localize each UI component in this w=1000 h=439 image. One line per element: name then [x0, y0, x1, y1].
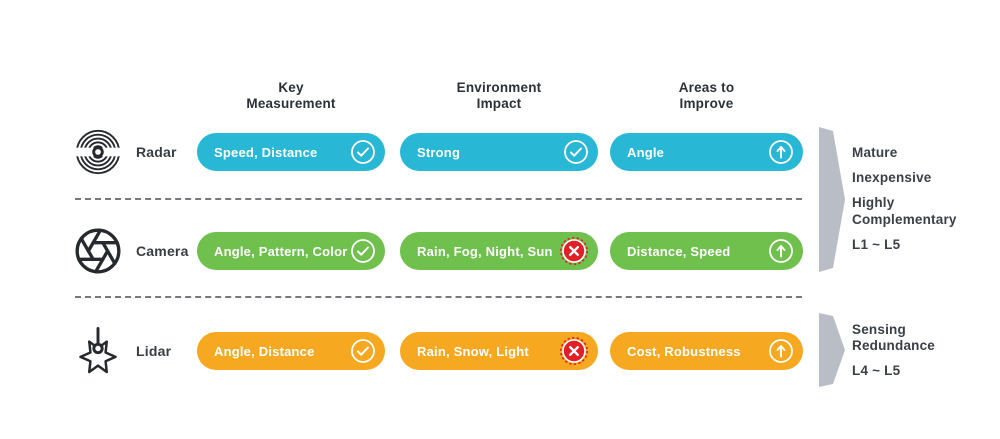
row-radar: Radar [72, 126, 177, 178]
cross-circle-icon [559, 236, 589, 266]
pill-text: Angle [627, 144, 665, 160]
pill-text: Rain, Snow, Light [417, 343, 529, 359]
annotation-line: L1 ~ L5 [852, 236, 901, 252]
check-circle-icon [350, 338, 376, 364]
camera-aperture-icon [72, 225, 124, 277]
annotation-line: Mature [852, 145, 898, 160]
column-header-environment-impact: Environment Impact [456, 80, 542, 112]
bracket-shape [819, 127, 845, 272]
pill-camera-areas-to-improve: Distance, Speed [610, 232, 803, 270]
cross-circle-icon [559, 336, 589, 366]
row-label-radar: Radar [136, 144, 177, 160]
row-lidar: Lidar [72, 325, 171, 377]
pill-radar-environment-impact: Strong [400, 133, 598, 171]
arrow-up-circle-icon [768, 238, 794, 264]
pill-text: Cost, Robustness [627, 343, 741, 359]
pill-text: Speed, Distance [214, 144, 318, 160]
arrow-up-circle-icon [768, 338, 794, 364]
lidar-icon [72, 325, 124, 377]
pill-text: Rain, Fog, Night, Sun [417, 243, 553, 259]
row-label-lidar: Lidar [136, 343, 172, 359]
annotation-line: Highly Complementary [852, 195, 957, 227]
arrow-up-circle-icon [768, 139, 794, 165]
column-header-areas-to-improve: Areas to Improve [678, 80, 735, 112]
check-circle-icon [563, 139, 589, 165]
check-circle-icon [350, 139, 376, 165]
check-circle-icon [350, 238, 376, 264]
annotation-line: Sensing Redundance [852, 322, 936, 354]
pill-text: Strong [417, 144, 461, 160]
row-label-camera: Camera [136, 243, 189, 259]
column-header-key-measurement: Key Measurement [246, 80, 336, 112]
pill-lidar-areas-to-improve: Cost, Robustness [610, 332, 803, 370]
dashed-divider [75, 198, 802, 200]
pill-camera-environment-impact: Rain, Fog, Night, Sun [400, 232, 598, 270]
pill-text: Distance, Speed [627, 243, 731, 259]
annotation-radar-camera: Mature Inexpensive Highly Complementary … [852, 145, 972, 253]
pill-lidar-key-measurement: Angle, Distance [197, 332, 385, 370]
annotation-line: L4 ~ L5 [852, 363, 901, 379]
dashed-divider [75, 296, 802, 298]
pill-text: Angle, Pattern, Color [214, 243, 348, 259]
bracket-shape [819, 313, 845, 387]
annotation-line: Inexpensive [852, 170, 932, 186]
annotation-lidar: Sensing Redundance L4 ~ L5 [852, 322, 956, 380]
pill-radar-key-measurement: Speed, Distance [197, 133, 385, 171]
radar-icon [72, 126, 124, 178]
pill-lidar-environment-impact: Rain, Snow, Light [400, 332, 598, 370]
pill-radar-areas-to-improve: Angle [610, 133, 803, 171]
pill-camera-key-measurement: Angle, Pattern, Color [197, 232, 385, 270]
row-camera: Camera [72, 225, 189, 277]
pill-text: Angle, Distance [214, 343, 315, 359]
